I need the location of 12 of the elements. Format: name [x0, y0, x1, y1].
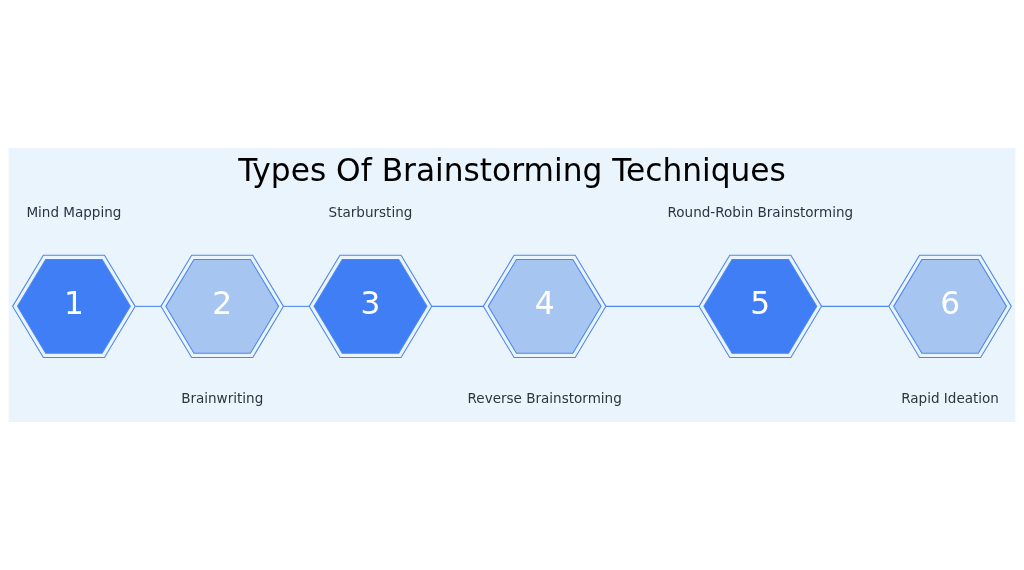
node-label: Starbursting [328, 204, 413, 221]
connector [134, 305, 162, 307]
connector [605, 305, 700, 307]
node-label: Mind Mapping [26, 204, 122, 221]
node-label: Rapid Ideation [901, 389, 999, 406]
diagram-title: Types Of Brainstorming Techniques [238, 152, 786, 189]
node-label: Reverse Brainstorming [467, 389, 622, 406]
node-label: Brainwriting [181, 389, 264, 406]
connector [821, 305, 890, 307]
connector [431, 305, 484, 307]
connector [283, 305, 310, 307]
node-label: Round-Robin Brainstorming [667, 204, 854, 221]
